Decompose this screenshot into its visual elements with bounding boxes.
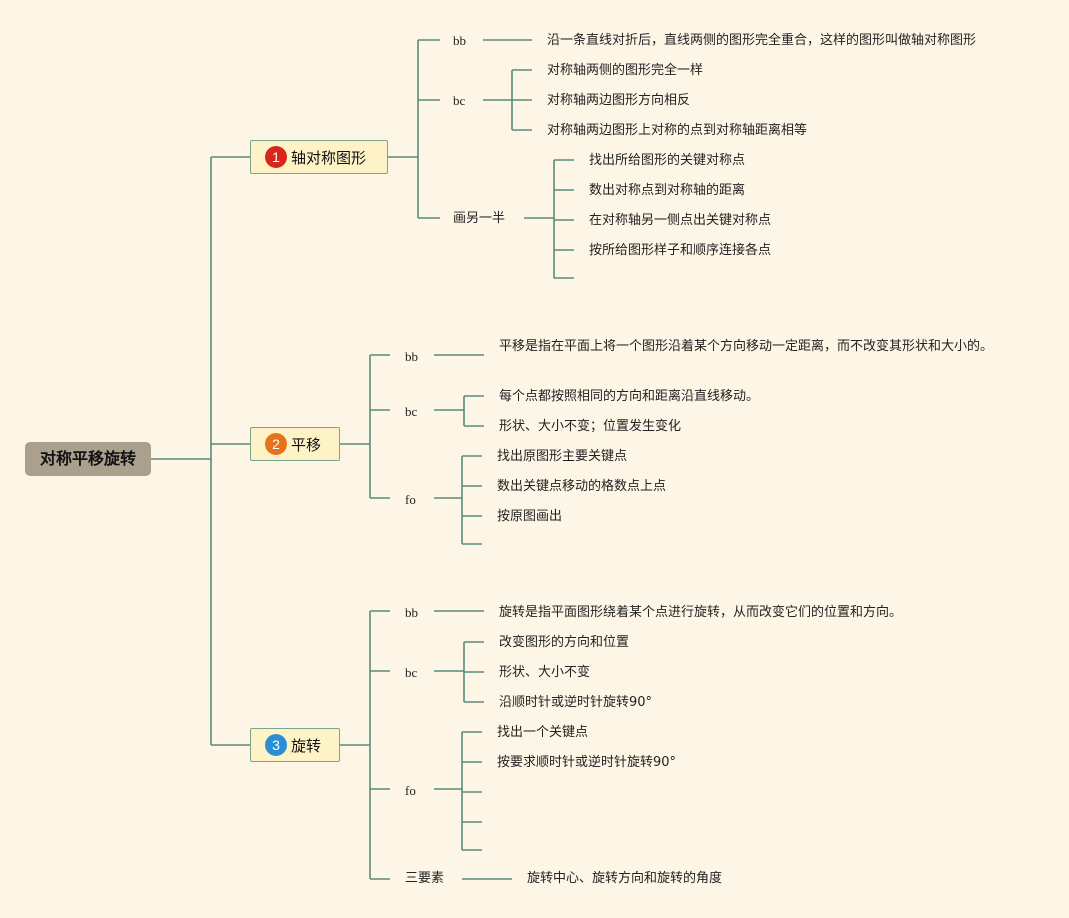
topic-translation[interactable]: 2 平移 [250, 427, 340, 461]
leaf-node[interactable]: 数出对称点到对称轴的距离 [589, 183, 746, 198]
subtopic-definition[interactable]: bb [405, 349, 418, 364]
number-badge: 1 [265, 146, 287, 168]
topic-label: 轴对称图形 [291, 148, 367, 167]
leaf-node[interactable]: 找出一个关键点 [497, 725, 589, 740]
leaf-node[interactable]: 对称轴两边图形方向相反 [547, 93, 691, 108]
subtopic-method[interactable]: fo [405, 492, 416, 507]
leaf-node[interactable]: 对称轴两侧的图形完全一样 [547, 63, 704, 78]
leaf-node[interactable]: 旋转中心、旋转方向和旋转的角度 [527, 871, 723, 886]
subtopic-definition[interactable]: bb [405, 605, 418, 620]
leaf-node[interactable]: 找出所给图形的关键对称点 [589, 153, 746, 168]
leaf-node[interactable]: 沿顺时针或逆时针旋转90° [499, 695, 653, 710]
leaf-node[interactable]: 按要求顺时针或逆时针旋转90° [497, 755, 677, 770]
subtopic-features[interactable]: bc [453, 93, 466, 108]
leaf-node[interactable]: 找出原图形主要关键点 [497, 449, 628, 464]
leaf-node[interactable]: 沿一条直线对折后，直线两侧的图形完全重合，这样的图形叫做轴对称图形 [547, 33, 977, 48]
leaf-node[interactable]: 平移是指在平面上将一个图形沿着某个方向移动一定距离，而不改变其形状和大小的。 [499, 339, 994, 354]
subtopic-three-elements[interactable]: 三要素 [405, 871, 445, 886]
number-badge: 3 [265, 734, 287, 756]
leaf-node[interactable]: 按所给图形样子和顺序连接各点 [589, 243, 772, 258]
leaf-node[interactable]: 对称轴两边图形上对称的点到对称轴距离相等 [547, 123, 808, 138]
leaf-node[interactable]: 按原图画出 [497, 509, 563, 524]
subtopic-method[interactable]: fo [405, 783, 416, 798]
topic-label: 旋转 [291, 736, 322, 755]
topic-rotation[interactable]: 3 旋转 [250, 728, 340, 762]
leaf-node[interactable]: 每个点都按照相同的方向和距离沿直线移动。 [499, 389, 760, 404]
root-node[interactable]: 对称平移旋转 [25, 442, 151, 476]
topic-label: 平移 [291, 435, 322, 454]
leaf-node[interactable]: 改变图形的方向和位置 [499, 635, 630, 650]
leaf-node[interactable]: 形状、大小不变 [499, 665, 591, 680]
subtopic-draw-half[interactable]: 画另一半 [453, 211, 506, 226]
leaf-node[interactable]: 在对称轴另一侧点出关键对称点 [589, 213, 772, 228]
subtopic-features[interactable]: bc [405, 404, 418, 419]
subtopic-definition[interactable]: bb [453, 33, 466, 48]
number-badge: 2 [265, 433, 287, 455]
leaf-node[interactable]: 数出关键点移动的格数点上点 [497, 479, 667, 494]
subtopic-features[interactable]: bc [405, 665, 418, 680]
topic-axis-symmetry[interactable]: 1 轴对称图形 [250, 140, 388, 174]
leaf-node[interactable]: 形状、大小不变；位置发生变化 [499, 419, 682, 434]
leaf-node[interactable]: 旋转是指平面图形绕着某个点进行旋转，从而改变它们的位置和方向。 [499, 605, 903, 620]
